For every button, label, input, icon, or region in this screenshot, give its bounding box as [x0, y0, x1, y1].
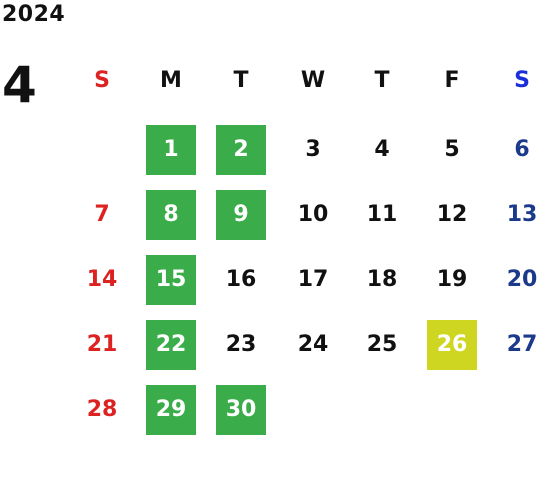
day-cell[interactable]: 24 — [297, 332, 329, 357]
day-cell[interactable]: 28 — [86, 397, 118, 422]
day-cell[interactable]: 16 — [225, 267, 257, 292]
calendar-year: 2024 — [2, 2, 66, 27]
day-cell[interactable]: 14 — [86, 267, 118, 292]
day-cell[interactable]: 8 — [146, 190, 196, 240]
day-cell[interactable]: 20 — [506, 267, 538, 292]
day-cell[interactable]: 5 — [444, 137, 460, 162]
day-cell[interactable]: 30 — [216, 385, 266, 435]
weekday-wednesday: W — [300, 68, 326, 93]
day-cell[interactable]: 10 — [297, 202, 329, 227]
day-cell[interactable]: 11 — [366, 202, 398, 227]
day-cell[interactable]: 9 — [216, 190, 266, 240]
day-cell[interactable]: 7 — [94, 202, 110, 227]
day-cell[interactable]: 26 — [427, 320, 477, 370]
day-cell[interactable]: 29 — [146, 385, 196, 435]
day-cell[interactable]: 13 — [506, 202, 538, 227]
day-cell[interactable]: 3 — [305, 137, 321, 162]
day-cell[interactable]: 27 — [506, 332, 538, 357]
weekday-tuesday: T — [233, 68, 249, 93]
day-cell[interactable]: 19 — [436, 267, 468, 292]
weekday-thursday: T — [374, 68, 390, 93]
weekday-sunday: S — [94, 68, 110, 93]
day-cell[interactable]: 6 — [514, 137, 530, 162]
day-cell[interactable]: 21 — [86, 332, 118, 357]
day-cell[interactable]: 22 — [146, 320, 196, 370]
day-cell[interactable]: 15 — [146, 255, 196, 305]
weekday-friday: F — [444, 68, 460, 93]
day-cell[interactable]: 17 — [297, 267, 329, 292]
weekday-monday: M — [160, 68, 182, 93]
calendar-month: 4 — [2, 56, 37, 114]
day-cell[interactable]: 23 — [225, 332, 257, 357]
day-cell[interactable]: 18 — [366, 267, 398, 292]
weekday-saturday: S — [514, 68, 530, 93]
day-cell[interactable]: 4 — [374, 137, 390, 162]
day-cell[interactable]: 1 — [146, 125, 196, 175]
day-cell[interactable]: 25 — [366, 332, 398, 357]
day-cell[interactable]: 12 — [436, 202, 468, 227]
day-cell[interactable]: 2 — [216, 125, 266, 175]
